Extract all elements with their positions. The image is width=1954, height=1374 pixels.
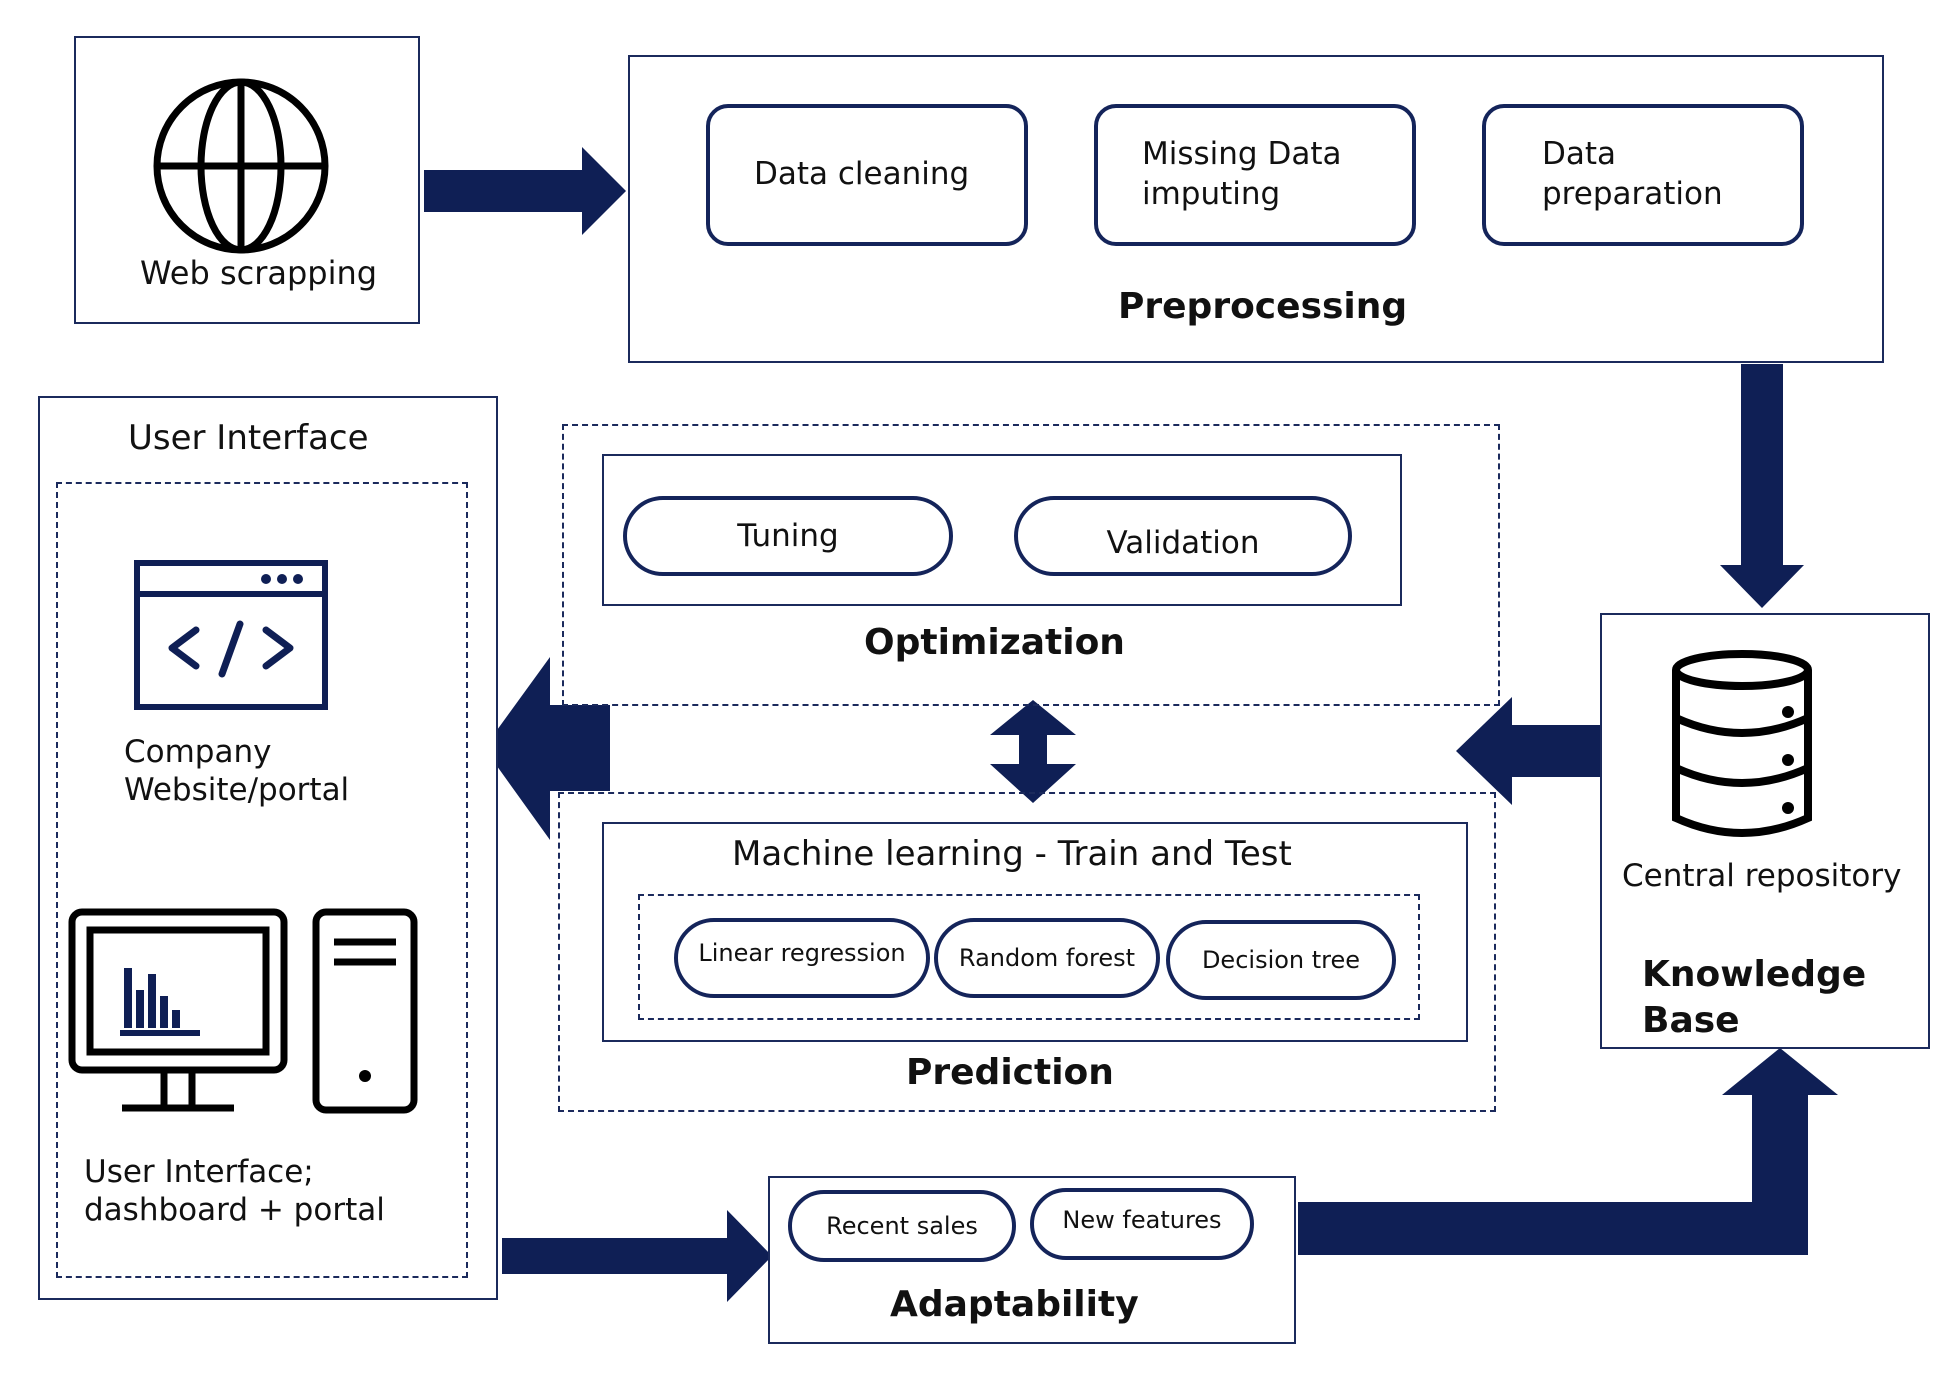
preprocessing-step-missing-data: Missing Data imputing bbox=[1094, 104, 1416, 246]
ml-train-test-title: Machine learning - Train and Test bbox=[732, 834, 1292, 874]
preprocessing-step-data-cleaning: Data cleaning bbox=[706, 104, 1028, 246]
dashboard-label-line2: dashboard + portal bbox=[84, 1192, 385, 1228]
preprocessing-step-data-preparation: Data preparation bbox=[1482, 104, 1804, 246]
optimization-group bbox=[562, 424, 1500, 706]
knowledge-base-title-line1: Knowledge bbox=[1642, 954, 1867, 995]
prediction-title: Prediction bbox=[906, 1052, 1114, 1093]
adaptability-title: Adaptability bbox=[890, 1284, 1139, 1325]
arrow-optimization-prediction-bidirectional bbox=[990, 700, 1076, 803]
central-repository-label: Central repository bbox=[1622, 858, 1902, 894]
model-linear-regression: Linear regression bbox=[674, 918, 930, 998]
new-features-pill: New features bbox=[1030, 1188, 1254, 1260]
company-website-label-line2: Website/portal bbox=[124, 772, 350, 808]
user-interface-inner-group bbox=[56, 482, 468, 1278]
arrow-models-to-user-interface bbox=[484, 657, 610, 840]
knowledge-base-title-line2: Base bbox=[1642, 1000, 1740, 1041]
code-window-icon bbox=[134, 560, 328, 710]
dashboard-label-line1: User Interface; bbox=[84, 1154, 314, 1190]
company-website-label-line1: Company bbox=[124, 734, 272, 770]
arrow-scrape-to-preprocessing bbox=[424, 147, 626, 235]
globe-icon bbox=[153, 78, 329, 254]
database-icon bbox=[1672, 650, 1812, 837]
recent-sales-pill: Recent sales bbox=[788, 1190, 1016, 1262]
step-line: Data cleaning bbox=[754, 156, 970, 193]
step-line: preparation bbox=[1542, 176, 1723, 212]
web-scraping-label: Web scrapping bbox=[140, 254, 378, 292]
step-line: Missing Data bbox=[1142, 136, 1342, 173]
tuning-pill: Tuning bbox=[623, 496, 953, 576]
validation-pill: Validation bbox=[1014, 496, 1352, 576]
model-random-forest: Random forest bbox=[934, 918, 1160, 998]
desktop-computer-icon bbox=[68, 908, 418, 1114]
step-line: Data bbox=[1542, 136, 1617, 173]
arrow-preprocessing-to-knowledge-base bbox=[1720, 364, 1804, 608]
user-interface-title: User Interface bbox=[128, 418, 369, 458]
arrow-knowledge-base-to-models bbox=[1456, 697, 1602, 805]
arrow-user-interface-to-adaptability bbox=[502, 1210, 772, 1302]
preprocessing-title: Preprocessing bbox=[1118, 286, 1408, 327]
model-decision-tree: Decision tree bbox=[1166, 920, 1396, 1000]
optimization-title: Optimization bbox=[864, 622, 1125, 663]
models-group bbox=[638, 894, 1420, 1020]
user-interface-box bbox=[38, 396, 498, 1300]
arrow-adaptability-to-knowledge-base bbox=[1298, 1048, 1838, 1255]
prediction-group bbox=[558, 792, 1496, 1112]
step-line: imputing bbox=[1142, 176, 1281, 212]
